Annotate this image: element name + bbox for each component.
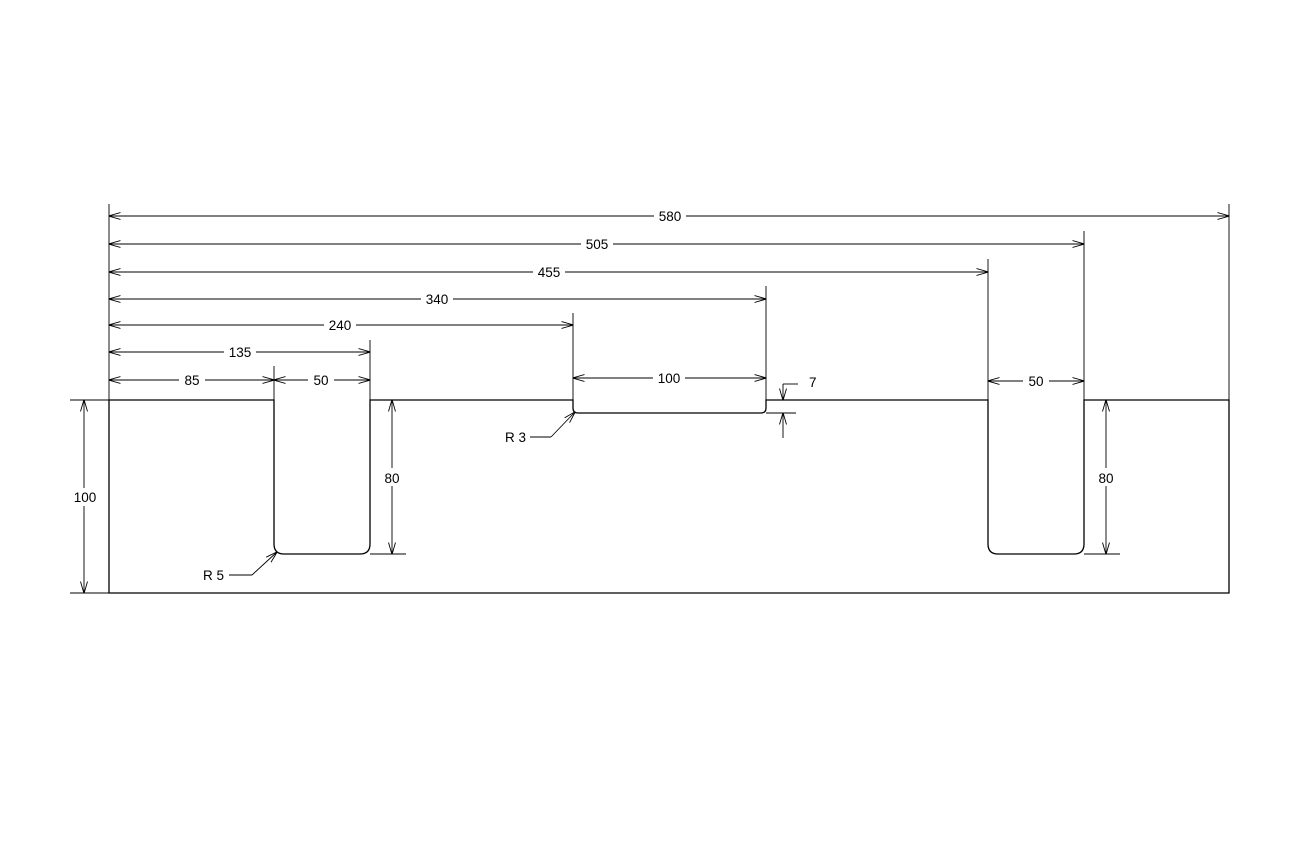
dim-slot-left-depth-label: 80 [384,471,399,486]
dim-85-label: 85 [184,373,199,388]
dim-505-label: 505 [586,237,609,252]
dim-135-label: 135 [229,345,252,360]
radius-leader-r3: R 3 [505,412,575,445]
dim-505: 505 [109,236,1084,252]
radius-r3-label: R 3 [505,430,526,445]
dim-center-recess-depth-label: 7 [809,375,817,390]
radius-leader-r5: R 5 [203,552,277,583]
dim-slot-right-depth-label: 80 [1098,471,1113,486]
dim-slot-right-depth: 80 [1096,400,1116,554]
dim-455-label: 455 [538,265,561,280]
radius-r5-label: R 5 [203,568,224,583]
dim-455: 455 [109,264,988,280]
dim-slot-right-width-label: 50 [1028,374,1043,389]
dim-slot-left-depth: 80 [382,400,402,554]
dim-240-label: 240 [329,318,352,333]
dim-center-recess-width-label: 100 [658,371,681,386]
dim-240: 240 [109,317,573,333]
dim-height-100: 100 [74,400,97,593]
dim-slot-left-width: 50 [274,372,370,388]
dim-center-recess-depth: 7 [775,375,817,438]
dim-580-label: 580 [659,209,682,224]
dim-slot-right-width: 50 [988,373,1084,389]
dim-85: 85 [109,372,274,388]
dim-center-recess-width: 100 [573,370,766,386]
dim-340-label: 340 [426,292,449,307]
dim-slot-left-width-label: 50 [313,373,328,388]
dim-580: 580 [109,208,1229,224]
extension-lines [70,204,1230,594]
dim-135: 135 [109,344,370,360]
dim-height-100-label: 100 [74,490,97,505]
part-outline [108,399,1230,594]
dim-340: 340 [109,291,766,307]
